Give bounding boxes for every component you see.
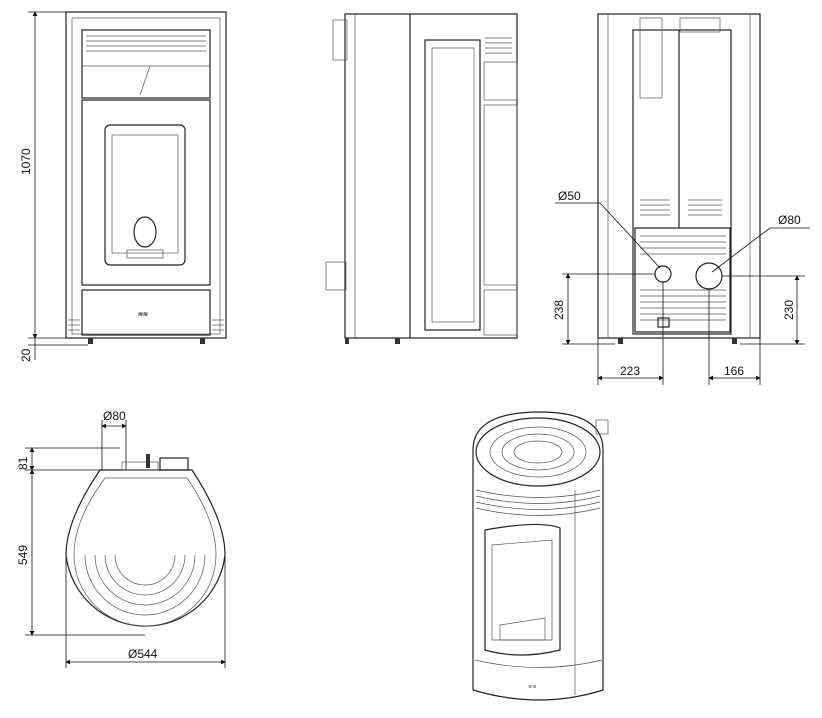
rear-view — [597, 13, 761, 344]
outlet-small-offset-label: 223 — [620, 364, 640, 378]
side-view — [325, 13, 518, 344]
top-view — [65, 454, 226, 627]
front-view: ≋≋ — [65, 11, 227, 344]
outlet-large-label: Ø80 — [778, 213, 801, 227]
perspective-brand-logo: ≋≋ — [528, 684, 536, 690]
perspective-view: ≋≋ — [472, 411, 609, 701]
depth-label: 549 — [16, 545, 30, 565]
height-label: 1070 — [19, 148, 33, 175]
top-dimensions: Ø80 81 549 Ø544 — [16, 409, 226, 668]
flue-diameter-label: Ø80 — [103, 409, 126, 423]
outlet-large-offset-label: 166 — [724, 364, 744, 378]
rear-dimensions: Ø50 Ø80 238 230 223 166 — [552, 189, 810, 385]
brand-logo: ≋≋ — [138, 312, 148, 318]
feet-height-label: 20 — [19, 348, 33, 362]
outlet-small-height-label: 238 — [552, 300, 566, 320]
front-dimensions: 1070 20 — [19, 11, 88, 362]
diameter-label: Ø544 — [128, 647, 158, 661]
flue-depth-label: 81 — [16, 456, 30, 470]
outlet-small-label: Ø50 — [558, 189, 581, 203]
outlet-small-icon — [654, 265, 672, 283]
outlet-large-height-label: 230 — [782, 300, 796, 320]
